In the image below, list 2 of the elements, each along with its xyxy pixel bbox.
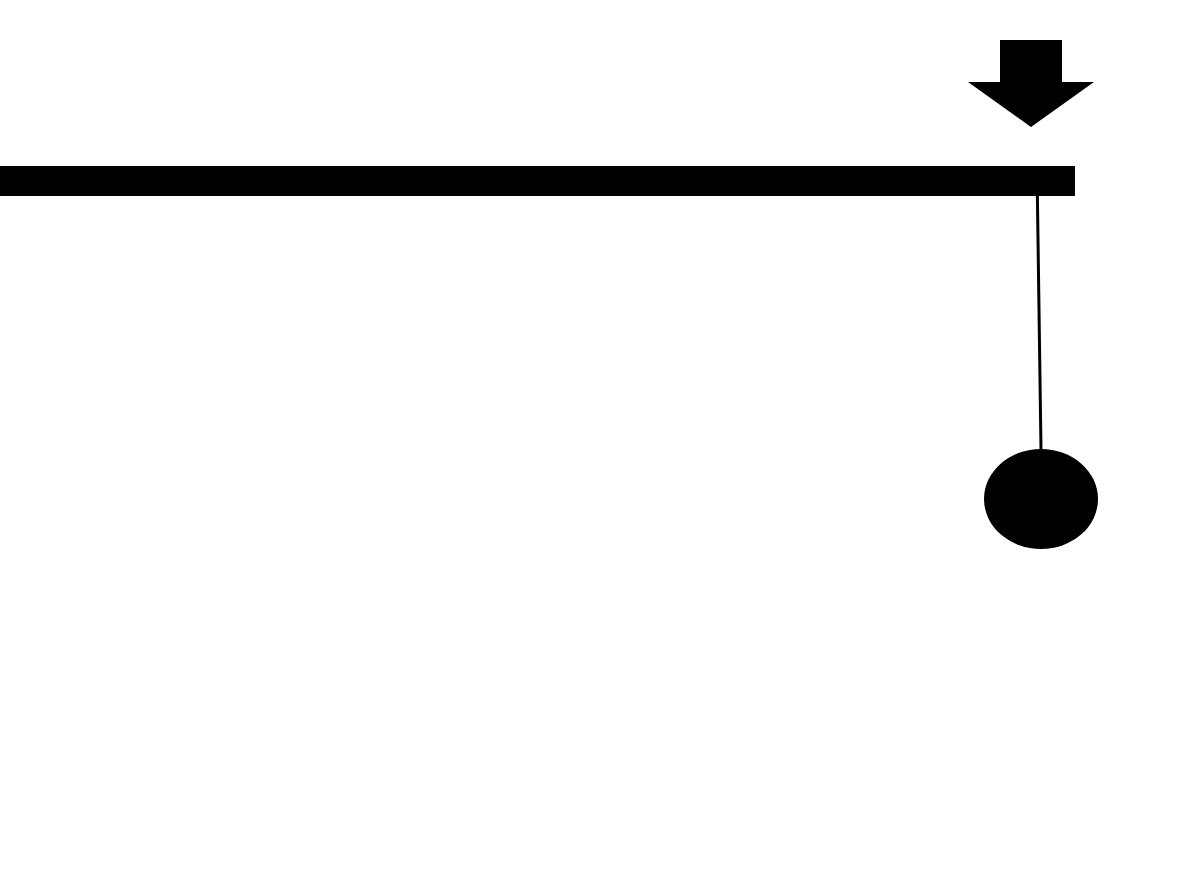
beam-bar [0, 166, 1075, 196]
pendulum-string [1035, 195, 1043, 450]
